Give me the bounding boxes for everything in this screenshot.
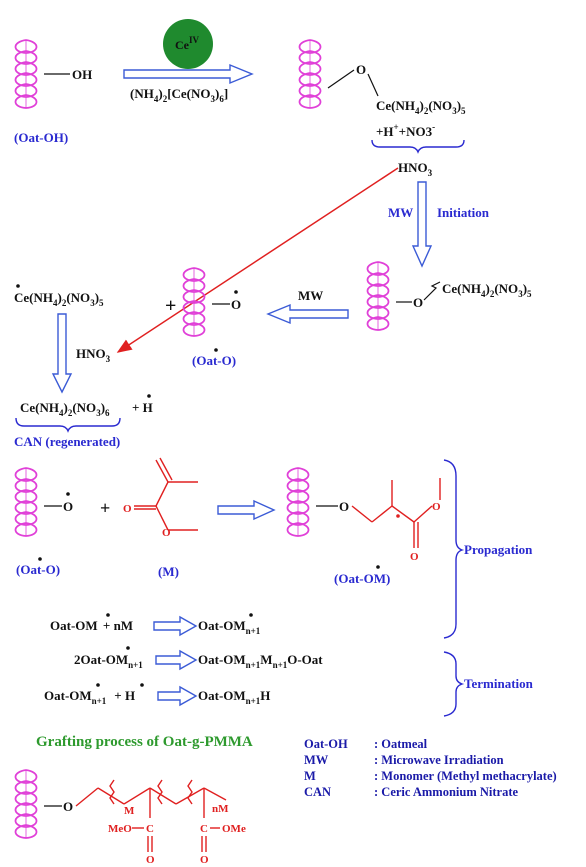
caption-dot-3 xyxy=(376,565,380,569)
ce-complex-1: Ce(NH4)2(NO3)5 xyxy=(376,98,466,116)
chain-nm-label: nM xyxy=(212,803,229,815)
mw-label-1: MW xyxy=(388,205,413,220)
eq1-arrow xyxy=(153,615,198,637)
hno3-left: HNO3 xyxy=(76,346,111,364)
eq1-right: Oat-OMn+1 xyxy=(198,618,261,636)
chain-ome-label: OMe xyxy=(222,823,246,835)
initiation-arrow xyxy=(411,181,433,268)
eq3-left: Oat-OMn+1+ H xyxy=(44,688,135,706)
grafting-title: Grafting process of Oat-g-PMMA xyxy=(36,734,253,750)
pmma-chain: M nM MeO C C OMe O O xyxy=(75,779,246,866)
chain-o-label-2: O xyxy=(200,854,209,866)
reaction-arrow-1 xyxy=(123,63,254,85)
h-radical-dot xyxy=(147,394,151,398)
chain-c-label-1: C xyxy=(146,823,154,835)
chain-o-label-1: O xyxy=(146,854,155,866)
ce-radical-dot xyxy=(16,284,20,288)
o-atom-6: O xyxy=(339,499,349,514)
eq1-dot-1 xyxy=(106,613,110,617)
oat-om-caption: (Oat-OM) xyxy=(334,571,390,586)
legend-term-2: M xyxy=(304,769,316,783)
eq2-dot xyxy=(126,646,130,650)
chain-m-label: M xyxy=(124,805,135,817)
radical-dot-5 xyxy=(66,492,70,496)
h-radical: + H xyxy=(132,400,153,415)
ce-radical-complex: Ce(NH4)2(NO3)5 xyxy=(14,290,104,308)
ce-complex-2: Ce(NH4)2(NO3)5 xyxy=(442,281,532,299)
eq3-right: Oat-OMn+1H xyxy=(198,688,270,706)
mma-monomer: O O xyxy=(123,457,198,539)
oat-coil-2 xyxy=(298,39,322,109)
legend: Oat-OH : Oatmeal MW : Microwave Irradiat… xyxy=(304,737,557,799)
o-atom-3: O xyxy=(413,295,423,310)
legend-desc-3: : Ceric Ammonium Nitrate xyxy=(374,785,519,799)
ions: +H++NO3- xyxy=(376,122,435,139)
eq2-right: Oat-OMn+1Mn+1O-Oat xyxy=(198,652,323,670)
oat-o-caption-1: (Oat-O) xyxy=(192,353,236,368)
chain-o-carbonyl: O xyxy=(410,551,419,563)
eq3-dot-2 xyxy=(140,683,144,687)
o-atom-2: O xyxy=(356,62,366,77)
plus-sign-2: + xyxy=(100,498,110,518)
legend-desc-1: : Microwave Irradiation xyxy=(374,753,504,767)
propagation-arrow xyxy=(217,499,276,521)
hno3-recycle-arrow xyxy=(116,167,399,353)
ce-ball-label: CeIV xyxy=(175,35,200,52)
oat-coil-3 xyxy=(366,261,390,331)
oat-coil-6 xyxy=(286,467,310,537)
eq3-dot-1 xyxy=(96,683,100,687)
reagent-formula: (NH4)2[Ce(NO3)6] xyxy=(130,86,228,104)
mma-o-ester: O xyxy=(162,527,171,539)
mw-label-2: MW xyxy=(298,288,323,303)
wavy-bond xyxy=(423,281,441,301)
radical-dot-4 xyxy=(234,290,238,294)
can-formula: Ce(NH4)2(NO3)6 xyxy=(20,400,110,418)
eq1-dot-2 xyxy=(249,613,253,617)
legend-desc-2: : Monomer (Methyl methacrylate) xyxy=(374,769,557,783)
monomer-caption: (M) xyxy=(158,564,179,579)
legend-term-3: CAN xyxy=(304,785,331,799)
o-atom-7: O xyxy=(63,799,73,814)
caption-dot-1 xyxy=(214,348,218,352)
caption-dot-2 xyxy=(38,557,42,561)
legend-term-1: MW xyxy=(304,753,329,767)
can-brace xyxy=(15,417,121,433)
eq2-arrow xyxy=(155,649,198,671)
chain-c-label-2: C xyxy=(200,823,208,835)
propagation-brace xyxy=(443,459,465,639)
chain-o-ester: O xyxy=(432,501,441,513)
ions-brace xyxy=(371,139,465,154)
eq1-left: Oat-OM + nM xyxy=(50,618,133,633)
mma-o-carbonyl: O xyxy=(123,503,132,515)
mw-arrow-2 xyxy=(266,303,349,325)
eq2-left: 2Oat-OMn+1 xyxy=(74,652,143,670)
grafted-chain: O O xyxy=(351,478,441,563)
regeneration-arrow xyxy=(51,313,73,394)
oat-o-caption-2: (Oat-O) xyxy=(16,562,60,577)
oat-coil-5 xyxy=(14,467,38,537)
can-regen-caption: CAN (regenerated) xyxy=(14,434,120,449)
o-radical-5: O xyxy=(63,499,73,514)
o-radical-4: O xyxy=(231,297,241,312)
oat-coil-7 xyxy=(14,769,38,839)
o-bond-2b xyxy=(367,73,379,97)
initiation-label: Initiation xyxy=(437,205,490,220)
termination-brace xyxy=(443,651,465,717)
oat-coil-4 xyxy=(182,267,206,337)
eq3-arrow xyxy=(157,685,198,707)
chain-radical-dot xyxy=(396,514,400,518)
ce-ball xyxy=(163,19,213,69)
plus-sign-1: + xyxy=(165,295,176,317)
propagation-label: Propagation xyxy=(464,542,533,557)
oat-coil-1 xyxy=(14,39,38,109)
termination-label: Termination xyxy=(464,676,534,691)
legend-term-0: Oat-OH xyxy=(304,737,348,751)
oh-label: OH xyxy=(72,67,92,82)
hno3-top: HNO3 xyxy=(398,160,433,178)
o-bond-2a xyxy=(327,69,355,89)
chain-meo-label: MeO xyxy=(108,823,132,835)
legend-desc-0: : Oatmeal xyxy=(374,737,428,751)
oat-oh-caption: (Oat-OH) xyxy=(14,130,68,145)
